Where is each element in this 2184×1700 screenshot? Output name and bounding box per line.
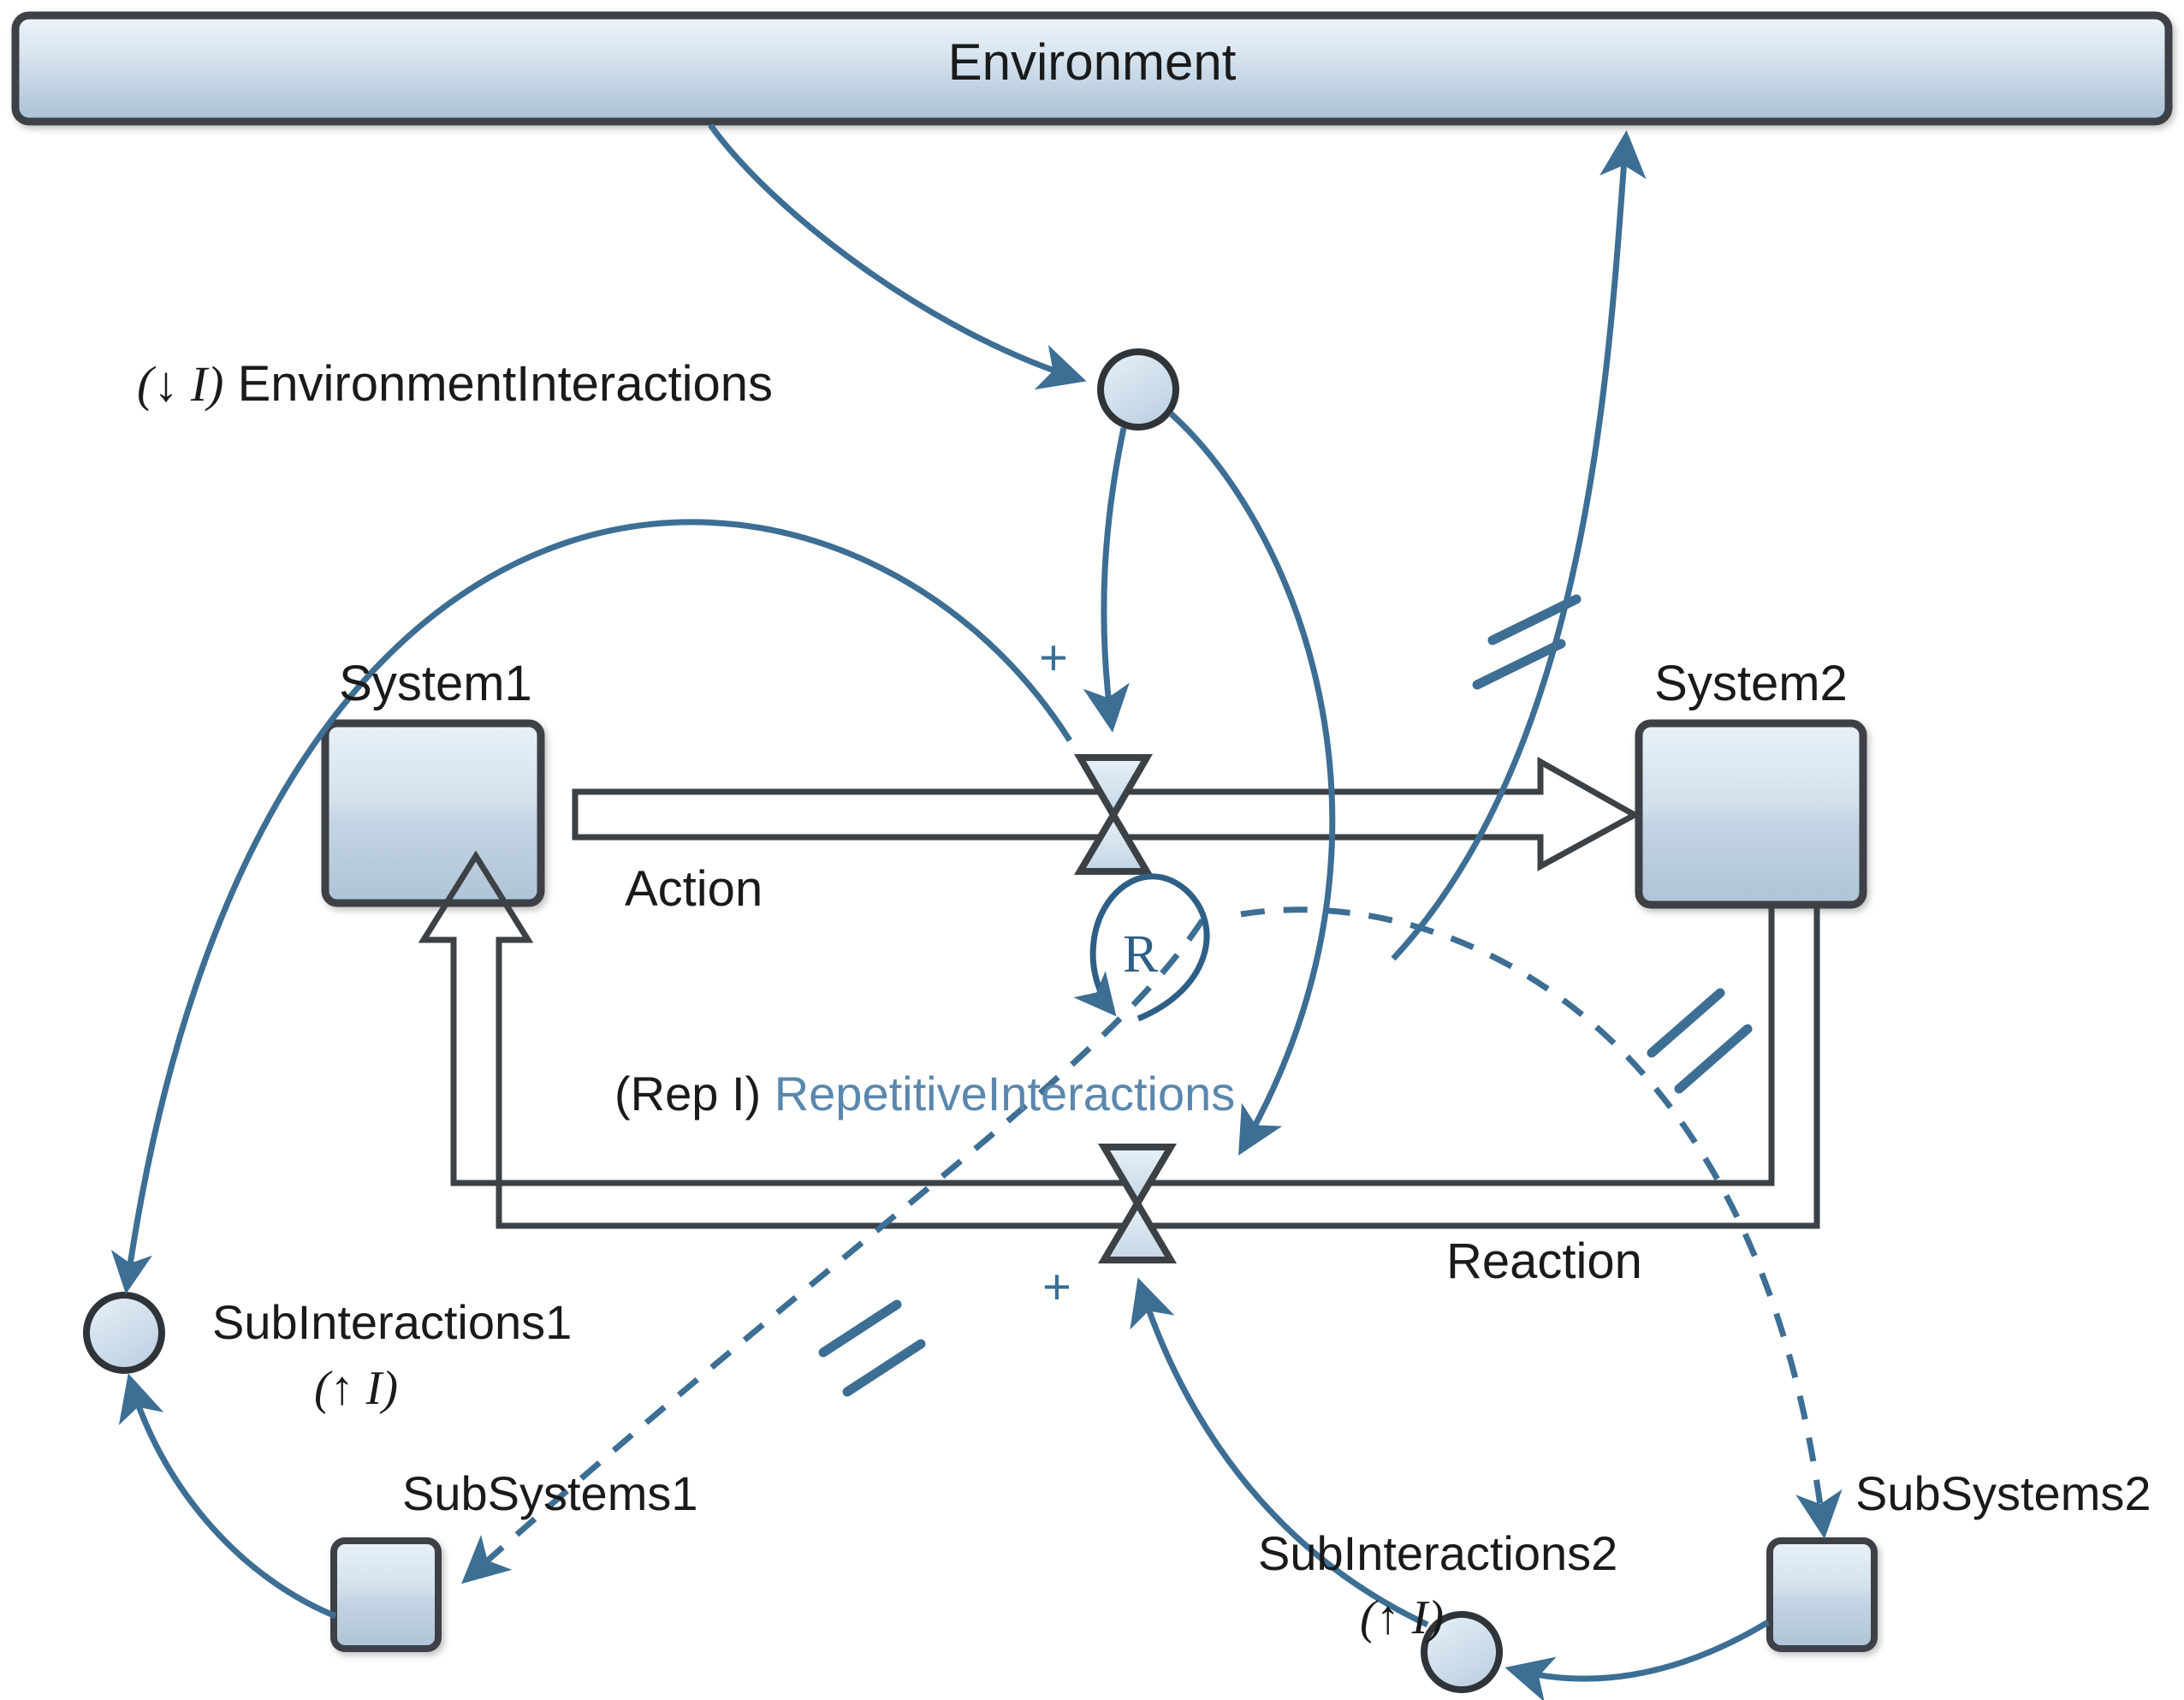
- repetitive-interactions-label: (Rep I) RepetitiveInteractions: [614, 1066, 1235, 1121]
- link-action-to-subinteractions1: [110, 519, 1072, 1294]
- reinforcing-loop-marker: R: [1123, 925, 1159, 984]
- environment-interactions-name: EnvironmentInteractions: [237, 356, 774, 412]
- environment-interactions-circle: [1097, 348, 1179, 431]
- link-envinteractions-to-action-valve: [1083, 427, 1130, 733]
- reaction-flow-label: Reaction: [1446, 1233, 1642, 1289]
- repetitive-interactions-prefix: (Rep I): [614, 1067, 762, 1120]
- reaction-valve-icon[interactable]: [1097, 1144, 1178, 1263]
- subsystems1-label: SubSystems1: [402, 1466, 698, 1520]
- system1-label: System1: [339, 656, 532, 711]
- subsystems2-box-shape: [1766, 1537, 1878, 1652]
- action-flow-label: Action: [625, 861, 763, 917]
- subsystems2-label: SubSystems2: [1855, 1466, 2151, 1520]
- subinteractions1-label: SubInteractions1: [212, 1295, 573, 1349]
- delay-mark-environment-link: [1472, 594, 1582, 690]
- action-flow-pipe: [572, 757, 1641, 871]
- subinteractions1-sublabel: (↑ I): [314, 1362, 398, 1415]
- link-envinteractions-to-reaction-valve: [1168, 411, 1336, 1156]
- subinteractions2-node[interactable]: [1421, 1611, 1503, 1693]
- environment-interactions-label: (↓ I) EnvironmentInteractions: [137, 355, 773, 413]
- link-environment-to-envinteractions: [708, 122, 1087, 390]
- link-subinteractions2-to-reaction-valve: [1130, 1277, 1429, 1628]
- delay-mark-subsystems2-link: [1647, 988, 1753, 1094]
- link-subsystems2-to-subinteractions2: [1504, 1620, 1770, 1700]
- link-reaction-to-subsystems1-dashed: [461, 918, 1205, 1584]
- environment-interactions-prefix: (↓ I): [137, 356, 224, 412]
- action-valve-icon[interactable]: [1073, 754, 1154, 875]
- system1-box-shape: [321, 719, 545, 907]
- link-system2-to-environment: [1391, 130, 1647, 961]
- system1-node[interactable]: [321, 719, 545, 907]
- plus-sign-action: +: [1039, 630, 1068, 686]
- plus-sign-reaction: +: [1042, 1259, 1071, 1315]
- reaction-flow-pipe: [418, 850, 1820, 1229]
- system2-node[interactable]: [1635, 719, 1867, 909]
- system2-box-shape: [1635, 719, 1867, 909]
- link-system2-to-subsystems2-dashed: [1240, 906, 1843, 1539]
- subinteractions2-sublabel: (↑ I): [1360, 1591, 1444, 1644]
- environment-bar-shape: [11, 11, 2173, 126]
- subsystems1-node[interactable]: [330, 1537, 442, 1652]
- subinteractions1-node[interactable]: [83, 1292, 165, 1374]
- delay-mark-subsystems1-link: [818, 1299, 926, 1397]
- system2-label: System2: [1654, 656, 1848, 711]
- environment-interactions-node[interactable]: [1097, 348, 1179, 431]
- link-subsystems1-to-subinteractions1: [118, 1373, 337, 1620]
- loop-marker-arc: [1073, 873, 1210, 1022]
- subsystems2-node[interactable]: [1766, 1537, 1878, 1652]
- environment-node[interactable]: [11, 11, 2173, 126]
- subinteractions2-circle: [1421, 1611, 1503, 1693]
- subinteractions1-circle: [83, 1292, 165, 1374]
- environment-label: Environment: [947, 33, 1237, 91]
- subinteractions2-label: SubInteractions2: [1258, 1526, 1618, 1580]
- subsystems1-box-shape: [330, 1537, 442, 1652]
- repetitive-interactions-name: RepetitiveInteractions: [774, 1067, 1236, 1120]
